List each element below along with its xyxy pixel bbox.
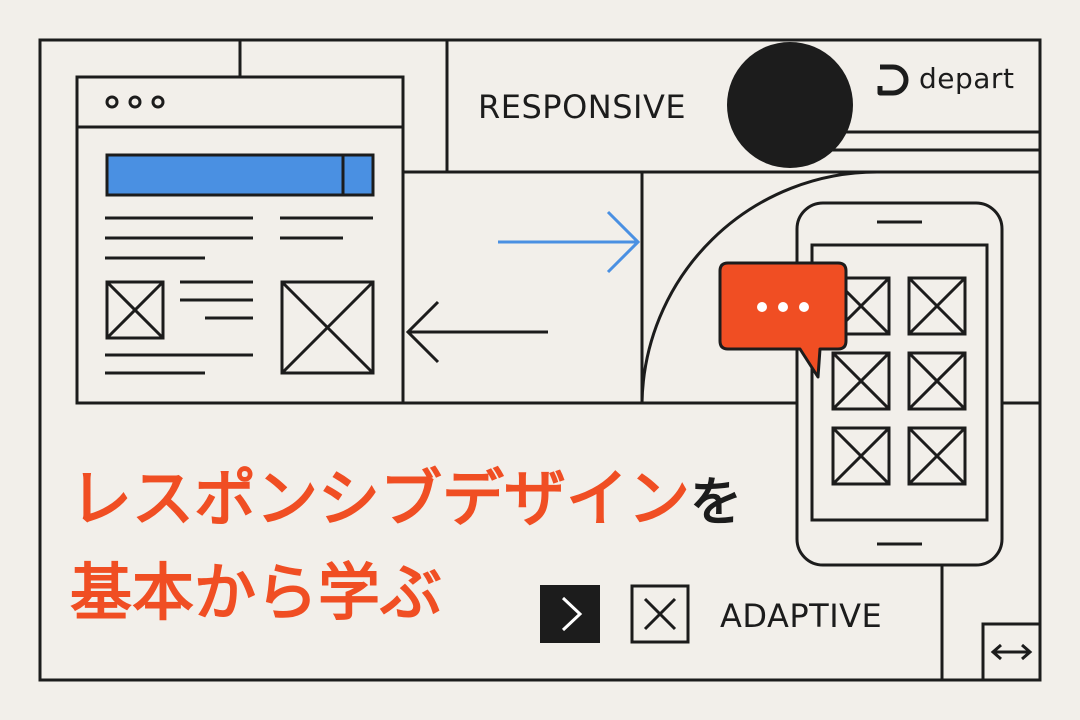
- title-line-1: レスポンシブデザインを: [70, 468, 742, 530]
- responsive-label: RESPONSIVE: [478, 88, 687, 126]
- arc-curve: [640, 170, 879, 405]
- arrow-left-icon: [405, 300, 548, 364]
- outer-frame: [38, 38, 1042, 682]
- adaptive-label: ADAPTIVE: [720, 597, 883, 635]
- smartphone-icon: [795, 201, 1004, 567]
- title-accent: レスポンシブデザイン: [70, 462, 691, 535]
- depart-logo-icon: [877, 64, 909, 96]
- title-line-2: 基本から学ぶ: [70, 556, 443, 629]
- close-box-icon: [630, 584, 690, 644]
- chevron-right-icon: [540, 585, 600, 643]
- title-suffix: を: [690, 473, 743, 533]
- arrow-right-icon: [498, 210, 641, 274]
- browser-window-icon: [75, 75, 405, 405]
- chat-bubble-icon: [718, 261, 848, 379]
- brand-name: depart: [919, 62, 1015, 95]
- black-circle: [727, 42, 853, 168]
- resize-horizontal-icon: [981, 622, 1042, 682]
